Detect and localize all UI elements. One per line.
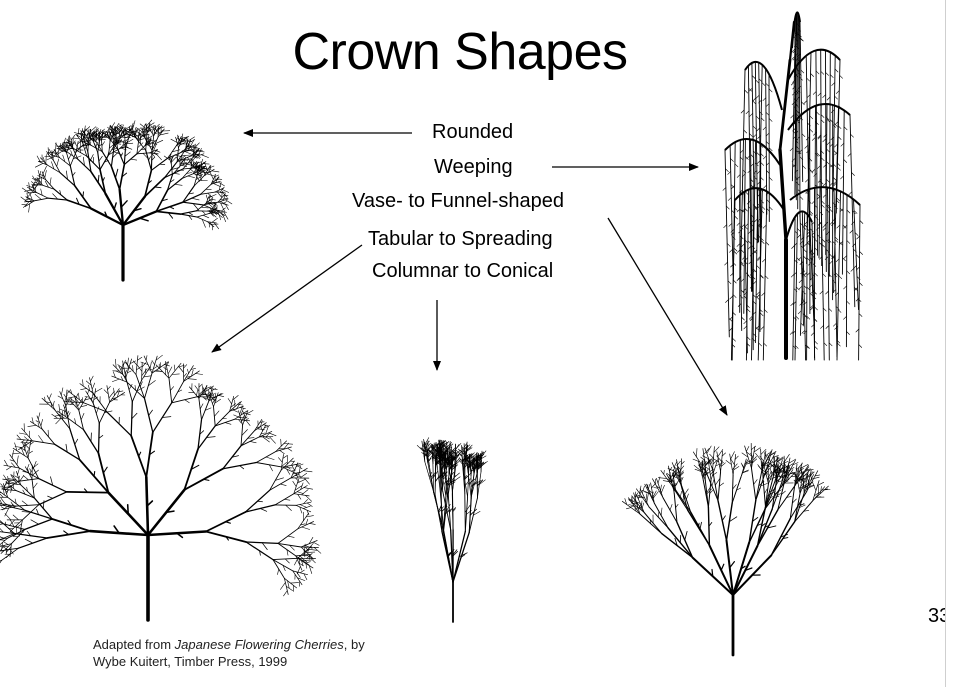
credit-publisher: Wybe Kuitert, Timber Press, 1999 [93, 654, 287, 669]
label-vase-funnel: Vase- to Funnel-shaped [352, 189, 564, 213]
label-columnar-conical: Columnar to Conical [372, 259, 553, 283]
tree-rounded [21, 120, 232, 280]
credit-prefix: Adapted from [93, 637, 175, 652]
page-number: 33 [928, 604, 945, 628]
tree-tabular [0, 355, 321, 620]
image-credit: Adapted from Japanese Flowering Cherries… [93, 636, 365, 670]
tree-vase [622, 443, 830, 655]
tree-columnar [417, 438, 487, 622]
arrow-tabular [212, 245, 362, 352]
credit-suffix: , by [344, 637, 365, 652]
credit-book-title: Japanese Flowering Cherries [175, 637, 344, 652]
label-rounded: Rounded [432, 120, 513, 144]
arrow-vase [608, 218, 727, 415]
slide-title: Crown Shapes [200, 22, 720, 82]
tree-weeping [723, 12, 863, 360]
label-weeping: Weeping [434, 155, 513, 179]
label-tabular-spreading: Tabular to Spreading [368, 227, 553, 251]
